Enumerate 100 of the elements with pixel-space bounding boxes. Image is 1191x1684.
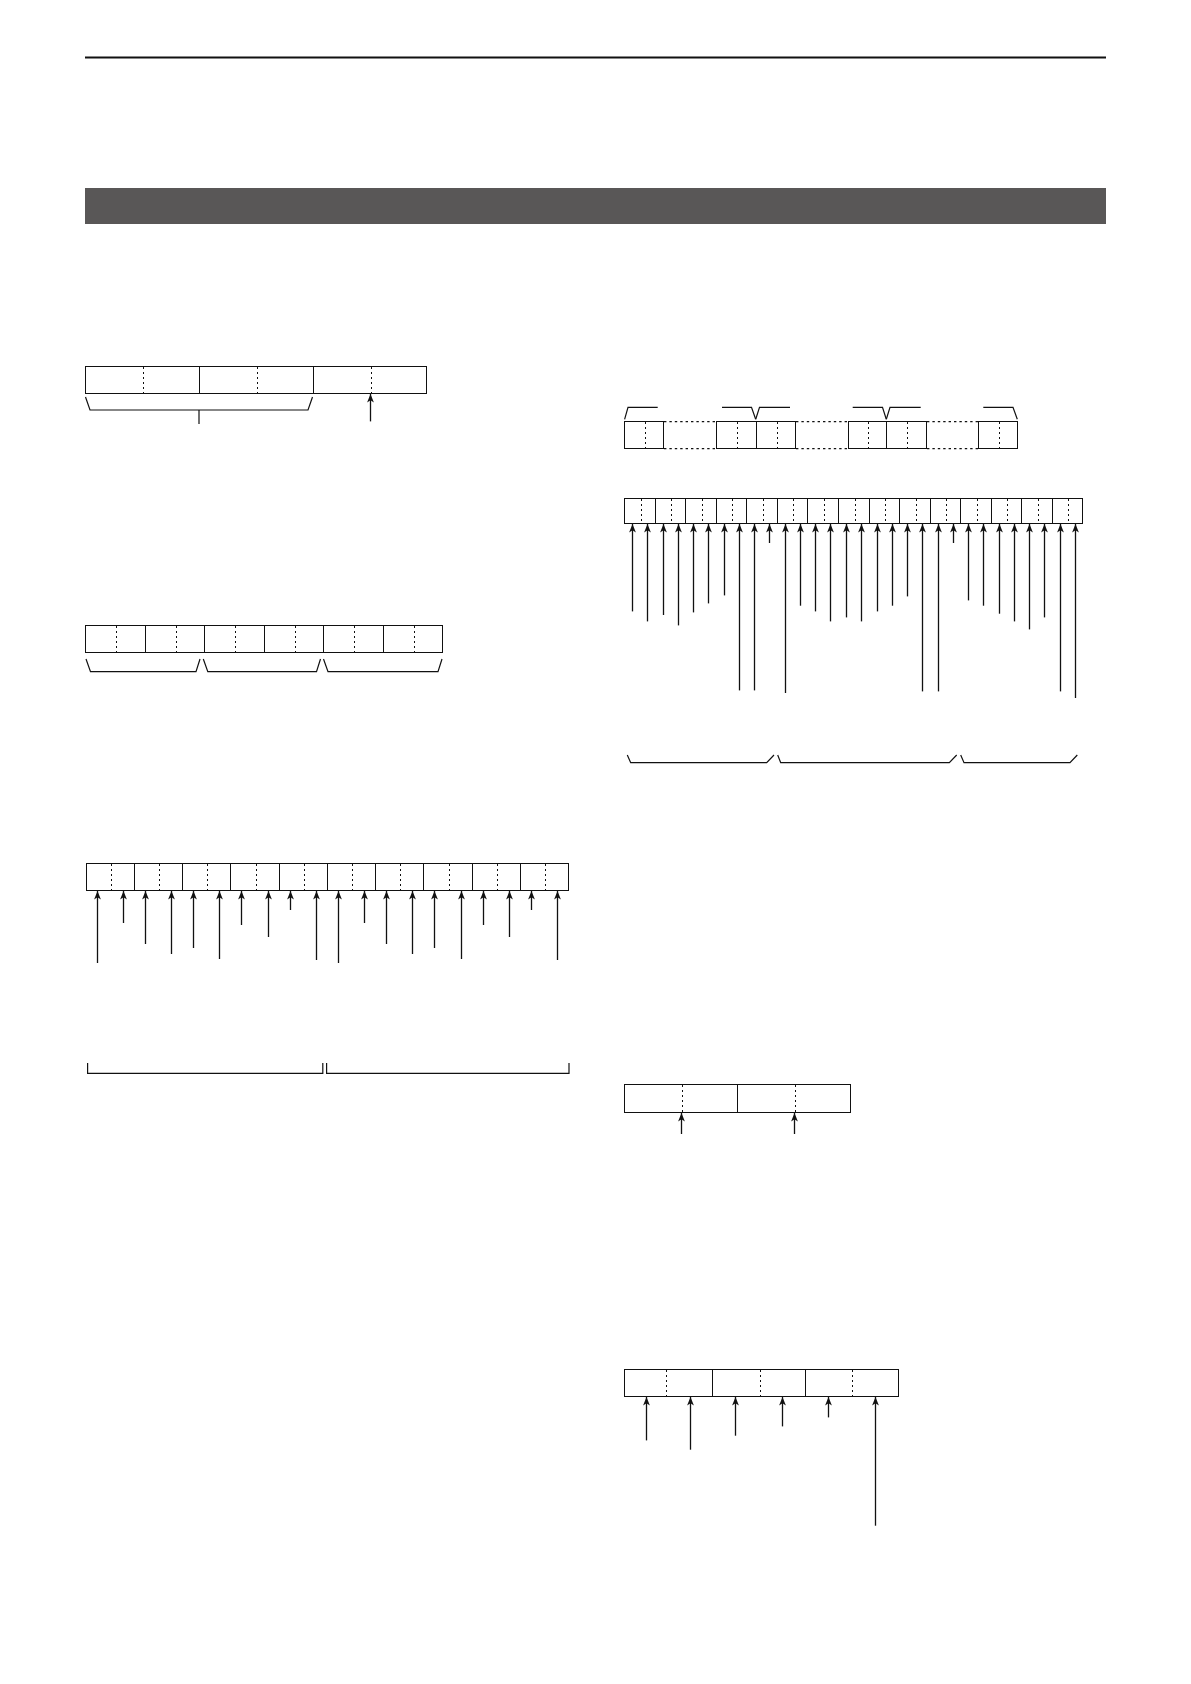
byte-box xyxy=(472,863,521,891)
leader-arrow xyxy=(827,523,834,623)
byte-box xyxy=(85,625,146,653)
byte-box xyxy=(807,498,839,524)
leader-arrow xyxy=(766,523,773,544)
byte-box xyxy=(899,498,931,524)
byte-box xyxy=(204,625,265,653)
leader-arrow xyxy=(643,1396,650,1442)
byte-box xyxy=(886,421,927,449)
byte-box xyxy=(279,863,328,891)
leader-arrow xyxy=(690,523,697,614)
byte-box xyxy=(327,863,376,891)
leader-arrow xyxy=(1072,523,1079,699)
byte-box xyxy=(712,1369,806,1397)
byte-box xyxy=(323,625,384,653)
leader-arrow xyxy=(1011,523,1018,623)
byte-box xyxy=(182,863,231,891)
byte-box xyxy=(869,498,900,524)
byte-box xyxy=(930,498,961,524)
leader-arrow xyxy=(675,523,682,627)
byte-box xyxy=(86,863,135,891)
byte-box xyxy=(230,863,280,891)
byte-box xyxy=(520,863,569,891)
leader-arrow xyxy=(872,1396,879,1527)
byte-box xyxy=(624,498,656,524)
leader-arrow xyxy=(751,523,758,692)
leader-arrow xyxy=(736,523,743,692)
leader-arrow xyxy=(120,890,127,924)
byte-box xyxy=(624,421,664,449)
byte-box xyxy=(145,625,205,653)
leader-arrow xyxy=(721,523,728,597)
leader-arrow xyxy=(919,523,926,693)
leader-arrow xyxy=(950,523,957,544)
byte-box xyxy=(838,498,870,524)
leader-arrow xyxy=(94,890,101,964)
leader-arrow xyxy=(216,890,223,960)
byte-box xyxy=(313,366,427,394)
byte-box xyxy=(685,498,717,524)
leader-arrow xyxy=(965,523,972,602)
leader-arrow xyxy=(287,890,294,911)
leader-arrow xyxy=(480,890,487,926)
byte-box xyxy=(85,366,200,394)
leader-arrow xyxy=(797,523,804,607)
leader-arrow xyxy=(361,890,368,924)
leader-arrow xyxy=(506,890,513,938)
leader-arrow xyxy=(528,890,535,911)
leader-arrow xyxy=(629,523,636,613)
leader-arrow xyxy=(431,890,438,949)
leader-arrow xyxy=(779,1396,786,1428)
leader-arrow xyxy=(367,393,374,423)
leader-arrow xyxy=(843,523,850,619)
leader-arrow xyxy=(889,523,896,607)
leader-arrow xyxy=(705,523,712,605)
leader-arrow xyxy=(238,890,245,926)
leader-arrow xyxy=(996,523,1003,615)
byte-box xyxy=(375,863,424,891)
leader-arrow xyxy=(168,890,175,955)
leader-arrow xyxy=(190,890,197,949)
leader-arrow xyxy=(458,890,465,960)
leader-arrow xyxy=(935,523,942,693)
byte-box xyxy=(423,863,473,891)
byte-box xyxy=(746,498,778,524)
byte-box xyxy=(624,1369,713,1397)
leader-arrow xyxy=(644,523,651,623)
byte-box xyxy=(978,421,1018,449)
leader-arrow xyxy=(687,1396,694,1451)
leader-arrow xyxy=(825,1396,832,1419)
byte-box xyxy=(805,1369,899,1397)
leader-arrow xyxy=(678,1112,685,1135)
byte-box xyxy=(737,1084,851,1113)
leader-arrow xyxy=(732,1396,739,1437)
leader-arrow xyxy=(554,890,561,961)
byte-box xyxy=(756,421,796,449)
leader-arrow xyxy=(335,890,342,964)
leader-arrow xyxy=(812,523,819,613)
byte-box xyxy=(134,863,183,891)
leader-arrow xyxy=(383,890,390,945)
leader-arrow xyxy=(904,523,911,598)
leader-arrow xyxy=(980,523,987,607)
byte-box xyxy=(624,1084,738,1113)
leader-arrow xyxy=(1041,523,1048,619)
leader-arrow xyxy=(142,890,149,945)
leader-arrow xyxy=(409,890,416,955)
leader-arrow xyxy=(874,523,881,613)
byte-box xyxy=(199,366,314,394)
leader-arrow xyxy=(1057,523,1064,693)
byte-box xyxy=(716,498,747,524)
leader-arrow xyxy=(782,523,789,694)
byte-box xyxy=(716,421,757,449)
byte-box xyxy=(848,421,887,449)
leader-arrow xyxy=(265,890,272,938)
byte-box xyxy=(383,625,443,653)
byte-box xyxy=(777,498,808,524)
leader-arrow xyxy=(1026,523,1033,631)
byte-box xyxy=(264,625,324,653)
byte-box xyxy=(655,498,686,524)
byte-box xyxy=(991,498,1022,524)
leader-arrow xyxy=(858,523,865,623)
leader-arrow xyxy=(660,523,667,616)
leader-arrow xyxy=(791,1112,798,1135)
